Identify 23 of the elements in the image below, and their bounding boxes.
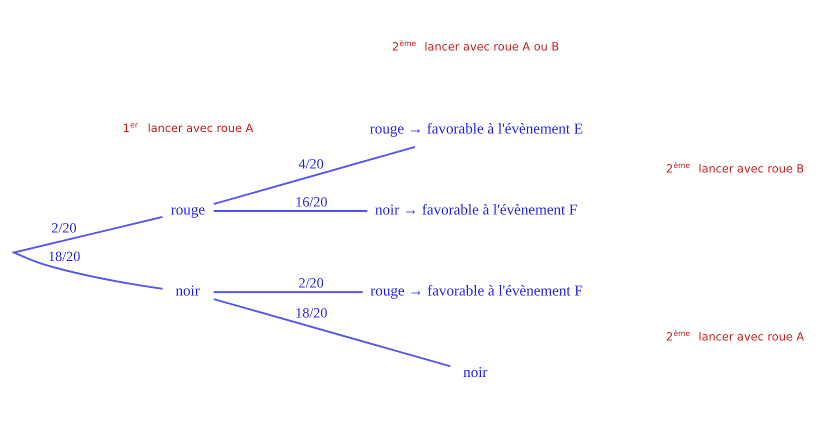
node-text: noir xyxy=(463,364,488,380)
node-point xyxy=(12,250,15,254)
node-text: noir xyxy=(175,283,200,300)
edge-label: 18/20 xyxy=(48,248,80,264)
label: 2$^{ème}$ lancer avec roue B xyxy=(666,160,804,175)
edge-label: 2/20 xyxy=(51,220,77,236)
connector xyxy=(214,290,363,293)
label: 2$^{ème}$ lancer avec roue A ou B xyxy=(392,38,560,54)
edge-label: 4/20 xyxy=(298,156,324,172)
edge-label: 2/20 xyxy=(298,274,324,291)
edge-label: 18/20 xyxy=(295,305,328,322)
connector xyxy=(14,216,163,253)
node-text: rouge → favorable à l'évènement E xyxy=(370,120,584,137)
edge-label: 16/20 xyxy=(295,194,328,210)
label: 1$^{er}$ lancer avec roue A xyxy=(122,120,254,134)
node-text: rouge xyxy=(170,202,206,218)
connector xyxy=(214,146,416,204)
connector xyxy=(14,251,163,290)
node-text: noir → favorable à l'évènement F xyxy=(374,202,578,218)
label: 2$^{ème}$ lancer avec roue A xyxy=(666,328,804,343)
connector xyxy=(214,210,368,212)
node-text: rouge → favorable à l'évènement F xyxy=(370,283,583,300)
connector xyxy=(214,298,451,367)
